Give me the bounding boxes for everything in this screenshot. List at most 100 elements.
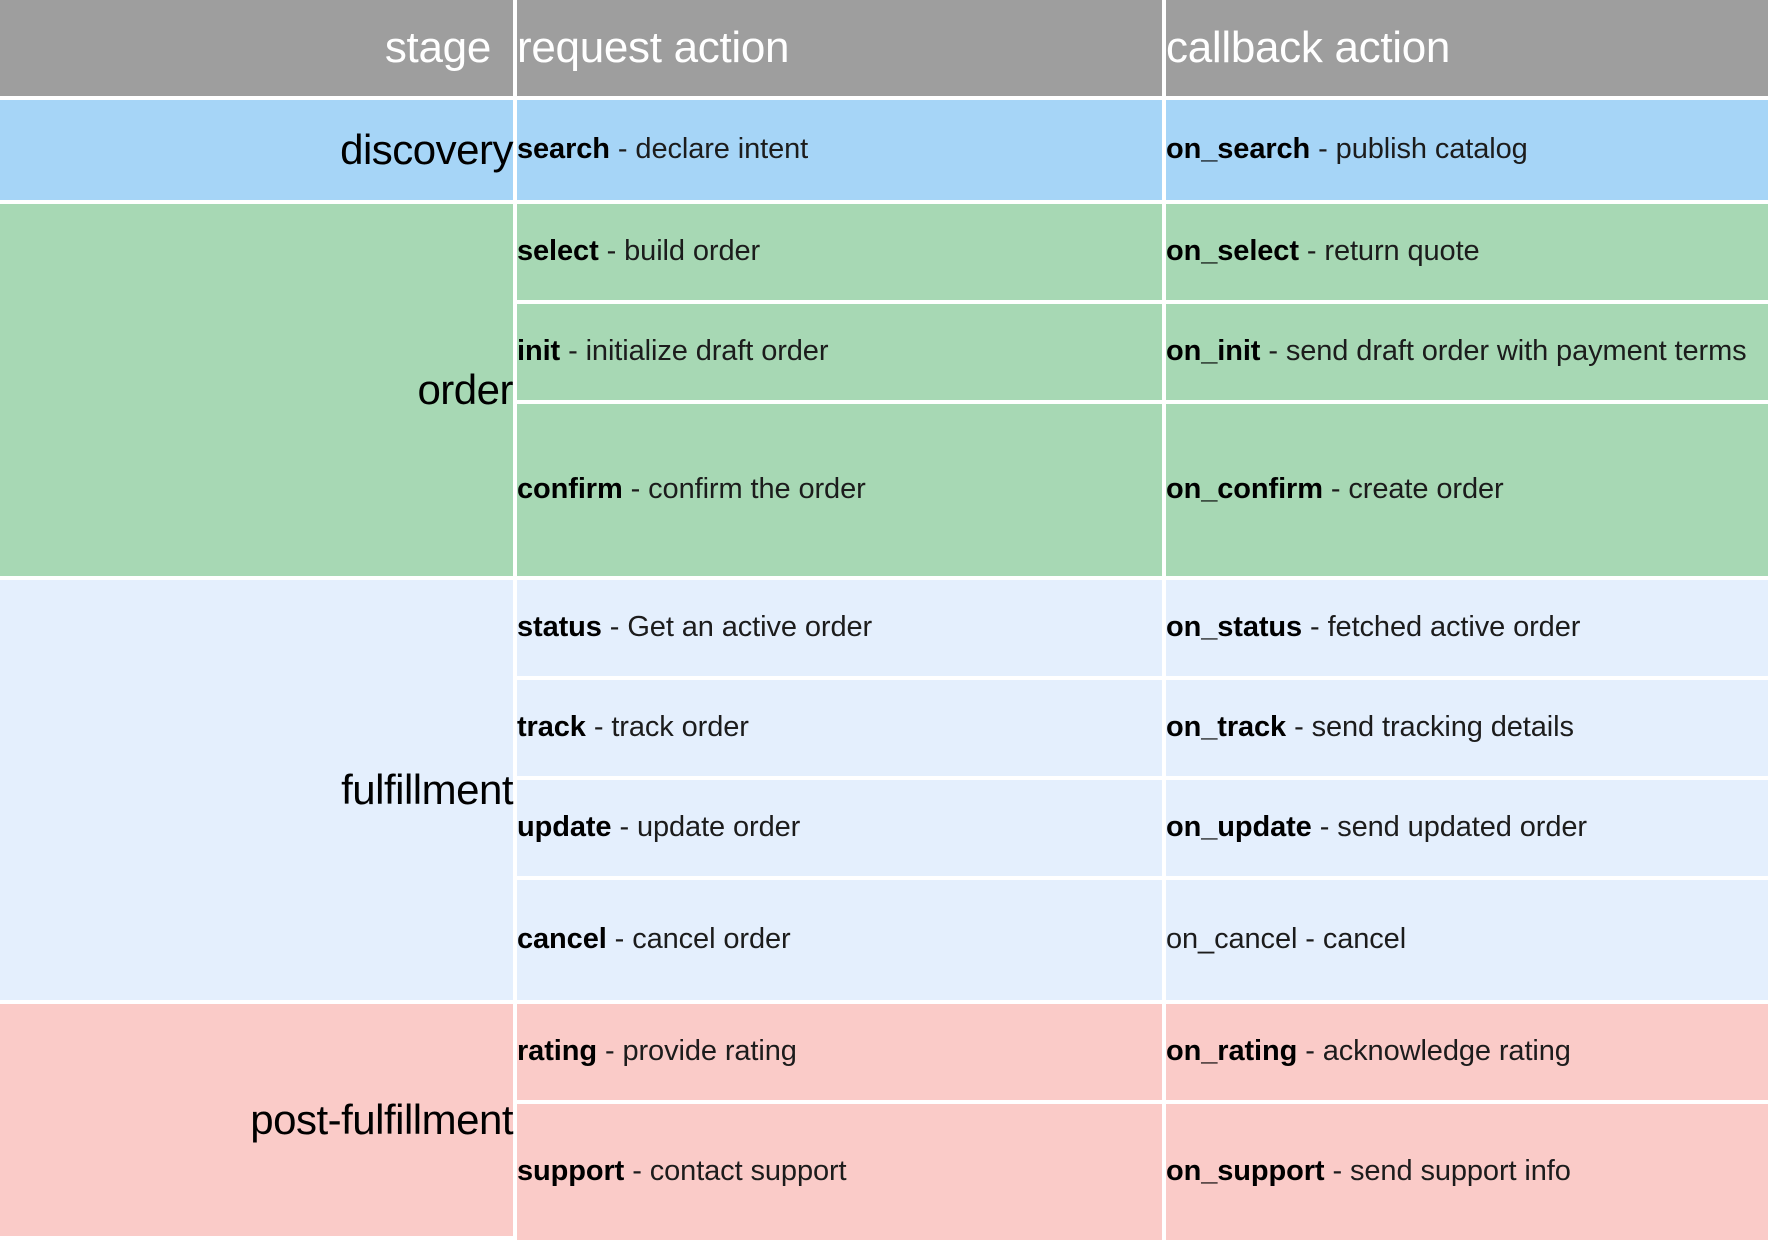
request-action-cell: cancel - cancel order bbox=[517, 880, 1166, 1004]
column-header-callback-action: callback action bbox=[1166, 0, 1768, 100]
request-action-name: status bbox=[517, 611, 602, 644]
request-action-cell: rating - provide rating bbox=[517, 1004, 1166, 1104]
callback-action-separator: - bbox=[1318, 133, 1328, 166]
request-action-cell: search - declare intent bbox=[517, 100, 1166, 204]
callback-action-separator: - bbox=[1305, 923, 1315, 956]
stage-label-text: order bbox=[417, 366, 513, 413]
callback-action-cell: on_rating - acknowledge rating bbox=[1166, 1004, 1768, 1104]
callback-action-description: fetched active order bbox=[1327, 611, 1581, 644]
request-action-cell: support - contact support bbox=[517, 1104, 1166, 1240]
callback-action-cell: on_select - return quote bbox=[1166, 204, 1768, 304]
stage-label-text: fulfillment bbox=[341, 766, 513, 813]
table-header: stage request action callback action bbox=[0, 0, 1768, 100]
request-action-cell: select - build order bbox=[517, 204, 1166, 304]
callback-action-separator: - bbox=[1319, 811, 1330, 844]
request-action-separator: - bbox=[593, 711, 604, 744]
callback-action-name: on_track bbox=[1166, 711, 1287, 744]
callback-action-separator: - bbox=[1306, 235, 1317, 268]
stage-label-text: discovery bbox=[340, 126, 513, 173]
request-action-separator: - bbox=[619, 811, 629, 844]
callback-action-name: on_update bbox=[1166, 811, 1312, 844]
callback-action-cell: on_update - send updated order bbox=[1166, 780, 1768, 880]
callback-action-cell: on_search - publish catalog bbox=[1166, 100, 1768, 204]
callback-action-description: return quote bbox=[1324, 235, 1480, 268]
callback-action-name: on_select bbox=[1166, 235, 1299, 268]
callback-action-separator: - bbox=[1330, 473, 1341, 506]
request-action-cell: status - Get an active order bbox=[517, 580, 1166, 680]
callback-action-description: cancel bbox=[1322, 923, 1407, 956]
callback-action-description: send updated order bbox=[1337, 811, 1587, 844]
request-action-separator: - bbox=[568, 335, 578, 368]
callback-action-name: on_status bbox=[1166, 611, 1303, 644]
request-action-cell: confirm - confirm the order bbox=[517, 404, 1166, 580]
callback-action-cell: on_track - send tracking details bbox=[1166, 680, 1768, 780]
stage-label-discovery: discovery bbox=[0, 100, 517, 204]
request-action-name: update bbox=[517, 811, 612, 844]
request-action-separator: - bbox=[632, 1155, 642, 1188]
callback-action-separator: - bbox=[1305, 1035, 1315, 1068]
request-action-name: confirm bbox=[517, 473, 623, 506]
request-action-description: Get an active order bbox=[627, 611, 873, 644]
request-action-name: support bbox=[517, 1155, 625, 1188]
callback-action-cell: on_status - fetched active order bbox=[1166, 580, 1768, 680]
callback-action-description: send draft order with payment terms bbox=[1285, 335, 1747, 368]
callback-action-name: on_confirm bbox=[1166, 473, 1323, 506]
request-action-description: build order bbox=[624, 235, 761, 268]
callback-action-description: send support info bbox=[1350, 1155, 1571, 1188]
stage-label-fulfillment: fulfillment bbox=[0, 580, 517, 1004]
request-action-description: update order bbox=[636, 811, 801, 844]
stage-label-post-fulfillment: post-fulfillment bbox=[0, 1004, 517, 1240]
request-action-description: provide rating bbox=[622, 1035, 797, 1068]
request-action-name: cancel bbox=[517, 923, 607, 956]
callback-action-description: send tracking details bbox=[1311, 711, 1574, 744]
callback-action-name: on_search bbox=[1166, 133, 1311, 166]
callback-action-name: on_support bbox=[1166, 1155, 1325, 1188]
column-header-request-action: request action bbox=[517, 0, 1166, 100]
callback-action-name: on_rating bbox=[1166, 1035, 1298, 1068]
request-action-cell: update - update order bbox=[517, 780, 1166, 880]
request-action-separator: - bbox=[606, 235, 617, 268]
callback-action-cell: on_cancel - cancel bbox=[1166, 880, 1768, 1004]
request-action-description: contact support bbox=[649, 1155, 847, 1188]
callback-action-cell: on_support - send support info bbox=[1166, 1104, 1768, 1240]
callback-action-cell: on_init - send draft order with payment … bbox=[1166, 304, 1768, 404]
callback-action-separator: - bbox=[1294, 711, 1304, 744]
callback-action-description: publish catalog bbox=[1335, 133, 1528, 166]
request-action-separator: - bbox=[604, 1035, 615, 1068]
callback-action-separator: - bbox=[1310, 611, 1320, 644]
request-action-separator: - bbox=[609, 611, 620, 644]
request-action-separator: - bbox=[630, 473, 641, 506]
request-action-description: track order bbox=[611, 711, 749, 744]
callback-action-cell: on_confirm - create order bbox=[1166, 404, 1768, 580]
callback-action-separator: - bbox=[1332, 1155, 1343, 1188]
request-action-name: search bbox=[517, 133, 610, 166]
request-action-cell: init - initialize draft order bbox=[517, 304, 1166, 404]
callback-action-description: acknowledge rating bbox=[1322, 1035, 1571, 1068]
request-action-description: initialize draft order bbox=[585, 335, 829, 368]
callback-action-name: on_init bbox=[1166, 335, 1261, 368]
request-action-name: rating bbox=[517, 1035, 597, 1068]
stage-label-order: order bbox=[0, 204, 517, 580]
request-action-name: select bbox=[517, 235, 599, 268]
request-action-separator: - bbox=[617, 133, 628, 166]
request-action-description: declare intent bbox=[635, 133, 809, 166]
request-action-separator: - bbox=[614, 923, 625, 956]
callback-action-separator: - bbox=[1268, 335, 1278, 368]
callback-action-name: on_cancel bbox=[1166, 923, 1298, 956]
request-action-name: track bbox=[517, 711, 586, 744]
header-row: stage request action callback action bbox=[0, 0, 1768, 100]
request-action-cell: track - track order bbox=[517, 680, 1166, 780]
request-action-name: init bbox=[517, 335, 561, 368]
